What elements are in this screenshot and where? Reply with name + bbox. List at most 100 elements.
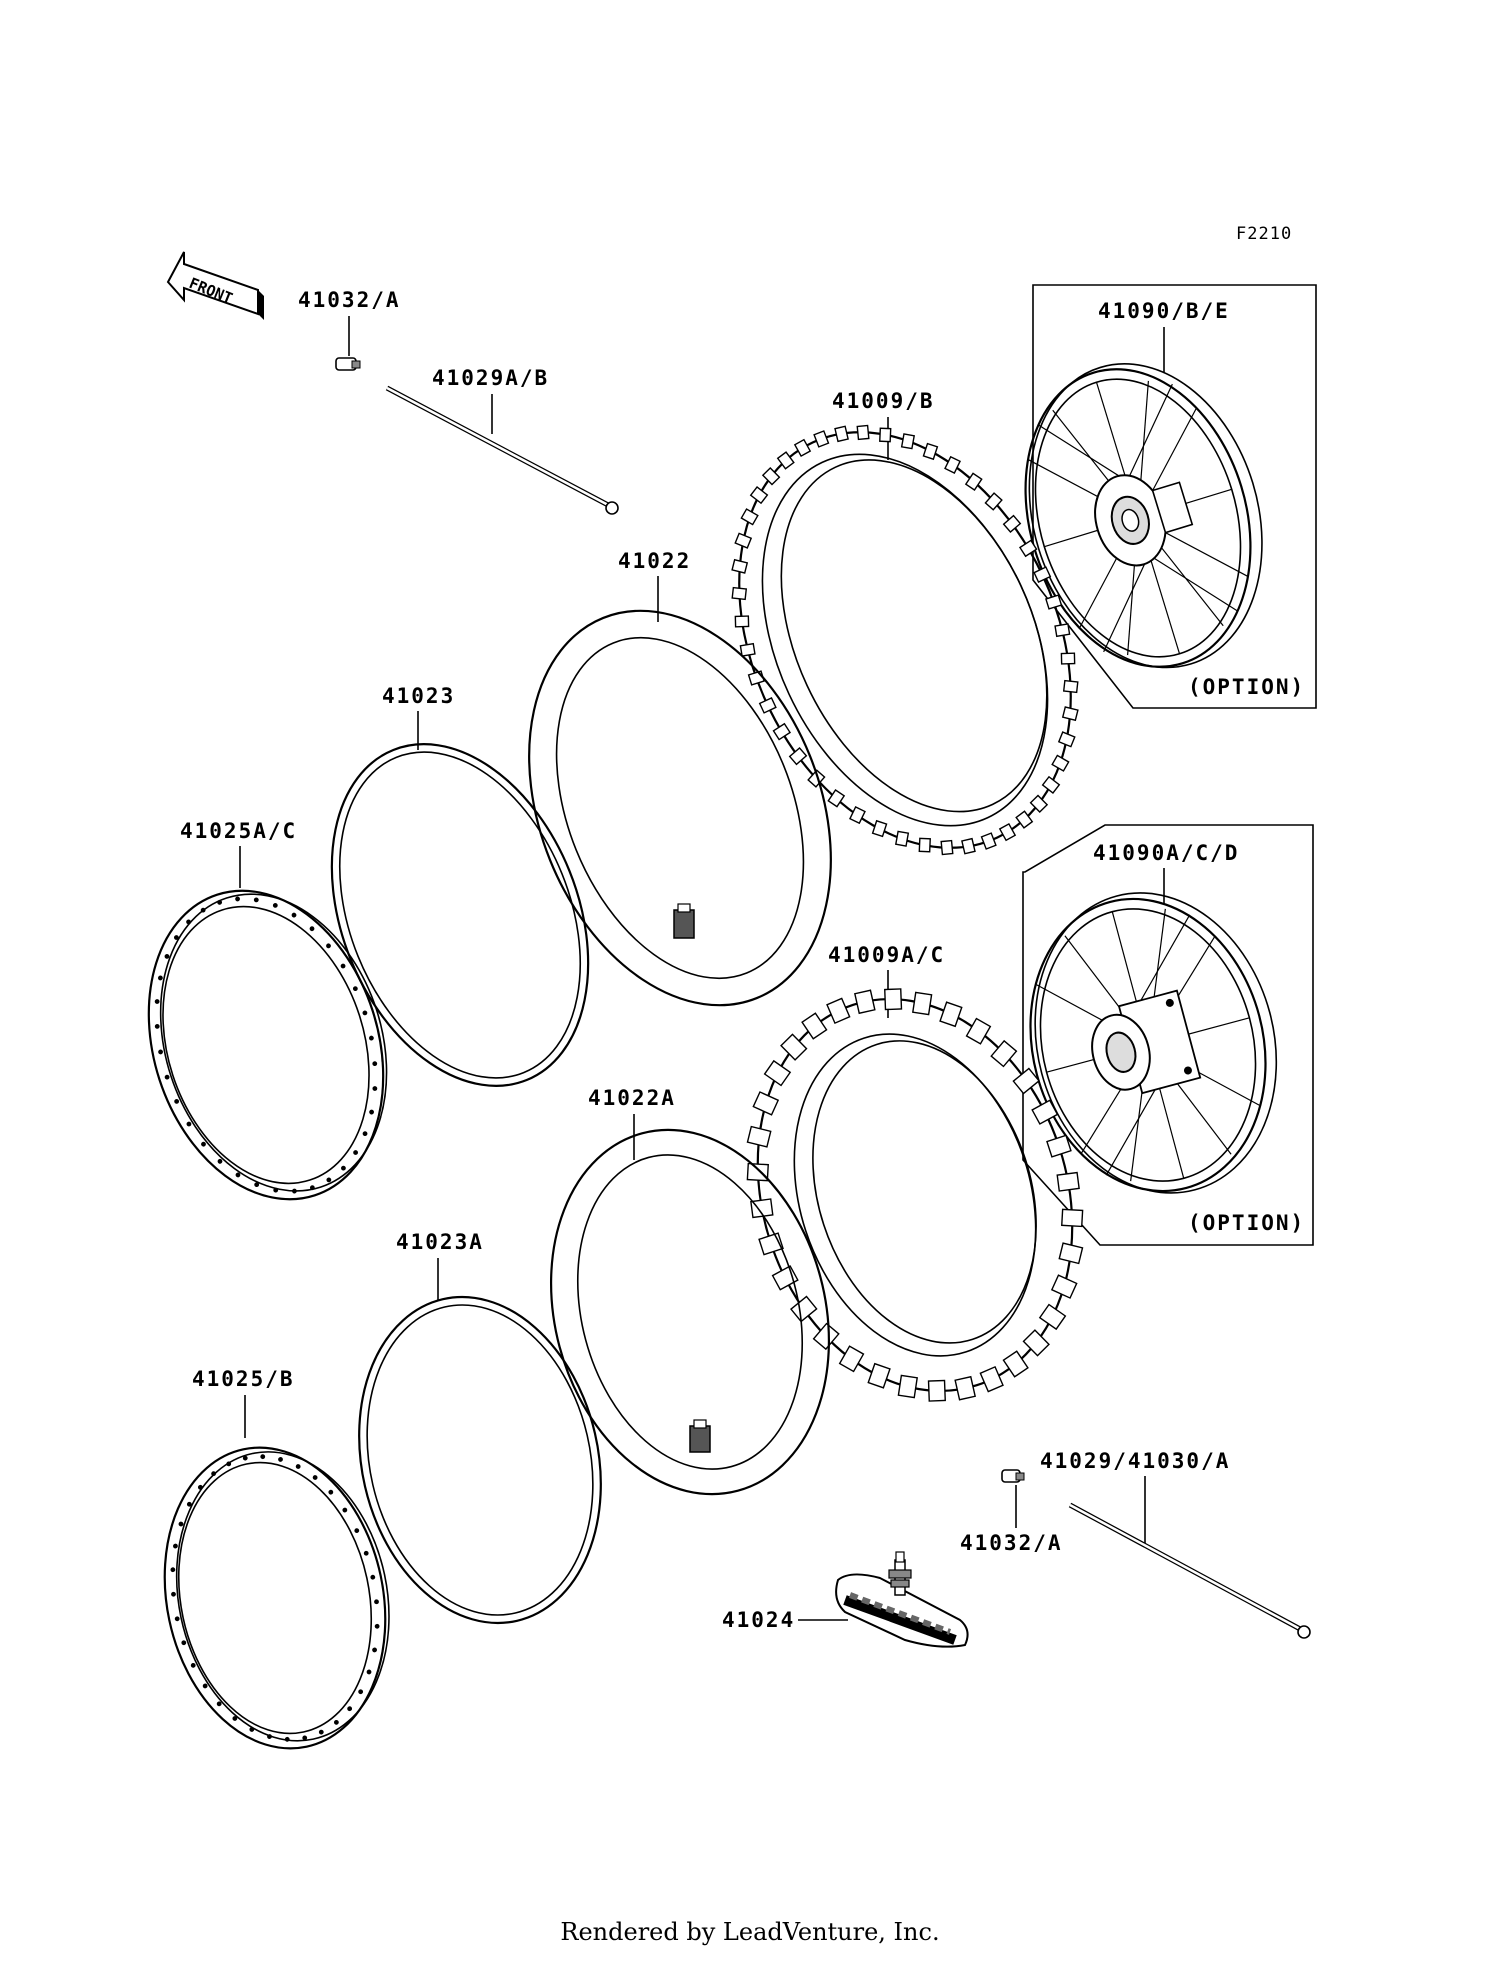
label-tire-front[interactable]: 41009/B xyxy=(832,389,935,413)
spoke-hole xyxy=(284,1736,290,1742)
label-wheel-assy-top[interactable]: 41090/B/E xyxy=(1098,299,1230,323)
label-wheel-assy-bottom[interactable]: 41090A/C/D xyxy=(1093,841,1239,865)
tread-block xyxy=(758,697,777,714)
spoke-hole xyxy=(273,1187,279,1193)
spoke-hole xyxy=(164,953,170,959)
spoke-hole xyxy=(326,1177,332,1183)
tube-rear xyxy=(549,1128,831,1496)
label-tire-rear[interactable]: 41009A/C xyxy=(828,943,945,967)
tread-block xyxy=(752,1091,780,1116)
tread-block xyxy=(1038,1303,1067,1331)
spoke-hole xyxy=(354,1528,360,1534)
spoke-hole xyxy=(235,896,240,902)
spoke-hole xyxy=(164,1074,170,1080)
spoke-hole xyxy=(235,1172,241,1178)
tread-block xyxy=(984,492,1003,511)
spoke-hole xyxy=(347,1706,353,1712)
tread-block xyxy=(801,1012,828,1040)
tread-block xyxy=(1041,775,1061,794)
wheel-assembly-top xyxy=(1024,363,1263,669)
tread-block xyxy=(734,532,753,549)
spoke-hole xyxy=(370,1574,376,1580)
tread-block xyxy=(1002,514,1022,534)
spoke-hole xyxy=(170,1567,176,1573)
tread-block xyxy=(944,455,961,474)
tread-block xyxy=(1060,652,1076,665)
spoke-hole xyxy=(358,1689,364,1695)
label-valve-nut-bottom[interactable]: 41032/A xyxy=(960,1531,1063,1555)
tread-block xyxy=(1015,810,1034,829)
spoke-hole xyxy=(291,912,297,918)
tread-block xyxy=(965,1017,992,1045)
label-valve-nut-top[interactable]: 41032/A xyxy=(298,288,401,312)
tread-block xyxy=(922,442,939,461)
tread-block xyxy=(1031,1099,1059,1125)
tread-block xyxy=(790,1295,818,1323)
spoke-hole xyxy=(217,1158,223,1164)
option-label-top: (OPTION) xyxy=(1188,675,1305,699)
label-tube-front[interactable]: 41022 xyxy=(618,549,691,573)
spoke-hole xyxy=(366,1669,372,1675)
spoke-hole xyxy=(211,1471,217,1477)
spoke-hole xyxy=(186,1121,192,1127)
tube-front xyxy=(528,609,832,1007)
spoke-hole xyxy=(328,1489,334,1495)
tread-block xyxy=(739,642,756,657)
tread-block xyxy=(1057,731,1076,748)
tread-block xyxy=(749,486,769,505)
spoke-hole xyxy=(333,1719,339,1725)
tread-block xyxy=(731,586,748,601)
tread-block xyxy=(827,789,846,808)
tread-block xyxy=(856,424,870,441)
spoke-hole xyxy=(226,1461,232,1467)
tread-block xyxy=(1061,1208,1084,1228)
tread-block xyxy=(1022,1329,1050,1357)
tread-block xyxy=(1033,566,1052,583)
spoke-hole xyxy=(201,1141,206,1147)
label-spoke-bottom[interactable]: 41029/41030/A xyxy=(1040,1449,1230,1473)
tread-block xyxy=(939,1001,963,1028)
spoke-hole xyxy=(154,999,160,1004)
spoke-hole xyxy=(372,1086,378,1091)
valve-nut-bottom xyxy=(1001,1469,1025,1483)
spoke-hole xyxy=(369,1035,374,1041)
label-rim-band-rear[interactable]: 41023A xyxy=(396,1230,484,1254)
spoke-hole xyxy=(372,1061,378,1066)
spoke-hole xyxy=(309,1185,315,1191)
spoke-hole xyxy=(174,935,179,940)
tread-block xyxy=(812,1322,840,1351)
tread-block xyxy=(1062,679,1079,694)
spoke-hole xyxy=(202,1683,208,1689)
tread-block xyxy=(849,806,866,825)
label-rim-band-front[interactable]: 41023 xyxy=(382,684,455,708)
tread-block xyxy=(961,837,976,855)
label-rim-rear[interactable]: 41025/B xyxy=(192,1367,295,1391)
label-spoke-top[interactable]: 41029A/B xyxy=(432,366,549,390)
tread-block xyxy=(772,722,792,741)
tread-block xyxy=(900,433,916,450)
tread-block xyxy=(871,819,888,838)
spoke-hole xyxy=(363,1550,369,1556)
rim-rear xyxy=(163,1446,390,1750)
tread-block xyxy=(897,1374,918,1399)
spoke-hole xyxy=(178,1521,184,1527)
tread-block xyxy=(912,991,933,1016)
spoke-hole xyxy=(326,943,331,949)
spoke-hole xyxy=(374,1623,380,1629)
wheel-assembly-bottom xyxy=(1029,892,1278,1194)
spoke-hole xyxy=(341,1165,346,1171)
label-rim-front[interactable]: 41025A/C xyxy=(180,819,297,843)
spoke-hole xyxy=(309,926,315,932)
spoke-hole xyxy=(260,1454,266,1460)
label-rim-lock[interactable]: 41024 xyxy=(722,1608,795,1632)
spoke-hole xyxy=(171,1591,176,1597)
tread-block xyxy=(1045,594,1063,610)
label-tube-rear[interactable]: 41022A xyxy=(588,1086,676,1110)
spoke-hole xyxy=(173,1543,178,1549)
option-label-bottom: (OPTION) xyxy=(1188,1211,1305,1235)
spoke-hole xyxy=(253,897,259,903)
rim-band-rear xyxy=(358,1295,602,1625)
valve-nut-top xyxy=(335,357,361,371)
tread-block xyxy=(793,438,812,458)
